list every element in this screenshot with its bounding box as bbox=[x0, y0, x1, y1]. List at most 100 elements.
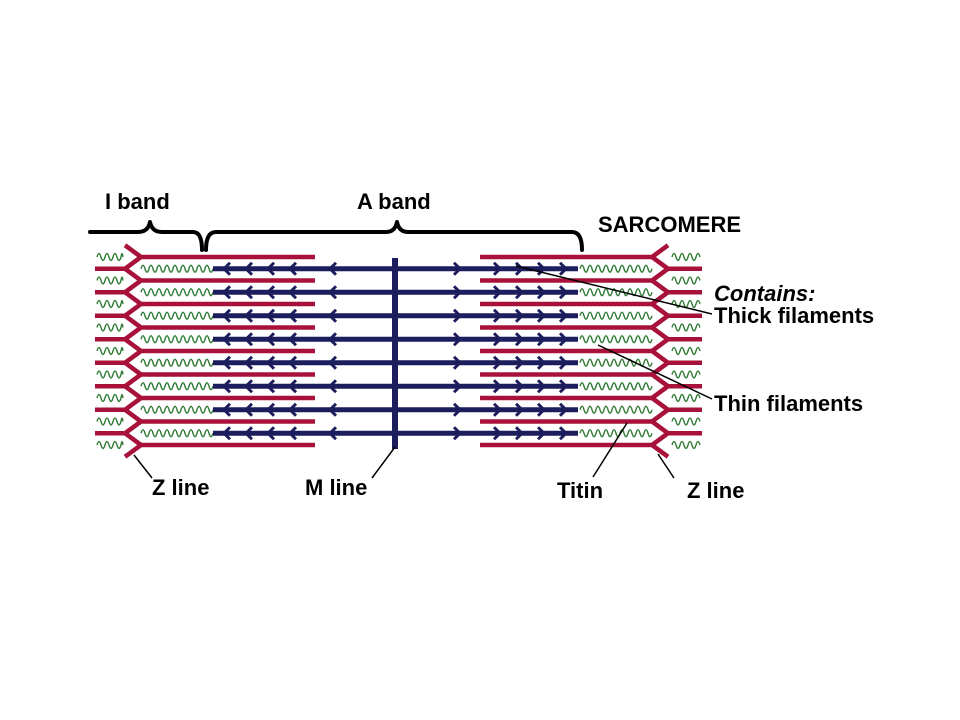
myosin-head bbox=[265, 332, 276, 347]
titin-outer-left bbox=[96, 370, 124, 379]
myosin-head bbox=[327, 355, 338, 370]
myosin-head bbox=[558, 402, 569, 417]
myosin-head bbox=[514, 402, 525, 417]
myosin-head bbox=[287, 308, 298, 323]
contains-label: Contains: bbox=[714, 281, 815, 306]
titin-outer-right bbox=[671, 299, 701, 309]
myosin-head bbox=[243, 308, 254, 323]
myosin-head bbox=[558, 355, 569, 370]
myosin-head bbox=[514, 285, 525, 300]
myosin-head bbox=[221, 402, 232, 417]
myosin-head bbox=[265, 308, 276, 323]
myosin-head bbox=[327, 261, 338, 276]
myosin-head bbox=[265, 379, 276, 394]
myosin-head bbox=[327, 285, 338, 300]
titin-right bbox=[579, 264, 653, 273]
myosin-head bbox=[558, 332, 569, 347]
myosin-head bbox=[492, 261, 503, 276]
titin-right bbox=[579, 382, 653, 391]
titin-outer-right bbox=[671, 252, 701, 262]
thick-filaments-leader bbox=[515, 265, 713, 315]
myosin-head bbox=[492, 285, 503, 300]
titin-outer-left bbox=[96, 276, 124, 285]
myosin-head bbox=[327, 379, 338, 394]
myosin-head bbox=[536, 332, 547, 347]
a-band-label: A band bbox=[357, 189, 431, 214]
titin-outer-right bbox=[671, 393, 701, 403]
titin-left bbox=[140, 429, 214, 438]
i-band-bracket bbox=[88, 220, 204, 252]
myosin-head bbox=[452, 308, 463, 323]
titin-outer-right bbox=[671, 440, 701, 450]
sarcomere-label: SARCOMERE bbox=[598, 212, 741, 237]
myosin-head bbox=[492, 426, 503, 441]
m-line-label: M line bbox=[305, 475, 367, 500]
myosin-head bbox=[265, 426, 276, 441]
myosin-head bbox=[221, 285, 232, 300]
titin-right bbox=[579, 358, 653, 367]
myosin-head bbox=[265, 402, 276, 417]
myosin-head bbox=[243, 426, 254, 441]
myosin-head bbox=[265, 355, 276, 370]
titin-right bbox=[579, 311, 653, 320]
myosin-head bbox=[492, 308, 503, 323]
myosin-head bbox=[536, 355, 547, 370]
myosin-head bbox=[327, 402, 338, 417]
myosin-head bbox=[243, 355, 254, 370]
titin-outer-left bbox=[96, 393, 124, 403]
z-line-right-leader bbox=[657, 453, 675, 479]
titin-outer-left bbox=[96, 252, 124, 262]
myosin-head bbox=[287, 285, 298, 300]
myosin-head bbox=[221, 426, 232, 441]
myosin-head bbox=[243, 332, 254, 347]
myosin-head bbox=[221, 379, 232, 394]
titin-outer-left bbox=[96, 346, 124, 356]
myosin-head bbox=[287, 261, 298, 276]
myosin-head bbox=[558, 426, 569, 441]
myosin-head bbox=[452, 379, 463, 394]
a-band-bracket bbox=[204, 220, 584, 252]
titin-right bbox=[579, 405, 653, 414]
myosin-head bbox=[452, 402, 463, 417]
myosin-head bbox=[492, 379, 503, 394]
titin-outer-left bbox=[96, 299, 124, 309]
myosin-head bbox=[558, 308, 569, 323]
myosin-head bbox=[514, 355, 525, 370]
z-line-left-leader bbox=[133, 454, 153, 479]
myosin-head bbox=[492, 402, 503, 417]
myosin-head bbox=[327, 308, 338, 323]
myofibril-filaments bbox=[95, 243, 702, 459]
z-line-right-label: Z line bbox=[687, 478, 744, 503]
myosin-head bbox=[243, 379, 254, 394]
titin-right bbox=[579, 335, 653, 344]
myosin-head bbox=[327, 426, 338, 441]
myosin-head bbox=[536, 308, 547, 323]
myosin-head bbox=[221, 332, 232, 347]
myosin-head bbox=[327, 332, 338, 347]
thin-filaments-leader bbox=[597, 344, 713, 400]
myosin-head bbox=[452, 285, 463, 300]
titin-left bbox=[140, 288, 214, 297]
titin-left bbox=[140, 358, 214, 367]
myosin-head bbox=[287, 426, 298, 441]
myosin-head bbox=[243, 285, 254, 300]
myosin-head bbox=[492, 332, 503, 347]
m-line-leader bbox=[371, 446, 396, 479]
myosin-head bbox=[452, 332, 463, 347]
titin-outer-right bbox=[671, 417, 701, 426]
myosin-head bbox=[243, 402, 254, 417]
myosin-head bbox=[452, 426, 463, 441]
myosin-head bbox=[558, 379, 569, 394]
thin-filaments-label: Thin filaments bbox=[714, 391, 863, 416]
titin-left bbox=[140, 311, 214, 320]
myosin-head bbox=[265, 285, 276, 300]
myosin-head bbox=[514, 308, 525, 323]
myosin-head bbox=[514, 379, 525, 394]
titin-outer-left bbox=[96, 323, 124, 332]
myosin-head bbox=[536, 261, 547, 276]
myosin-head bbox=[265, 261, 276, 276]
titin-leader bbox=[592, 422, 628, 478]
titin-left bbox=[140, 405, 214, 414]
myosin-head bbox=[452, 261, 463, 276]
